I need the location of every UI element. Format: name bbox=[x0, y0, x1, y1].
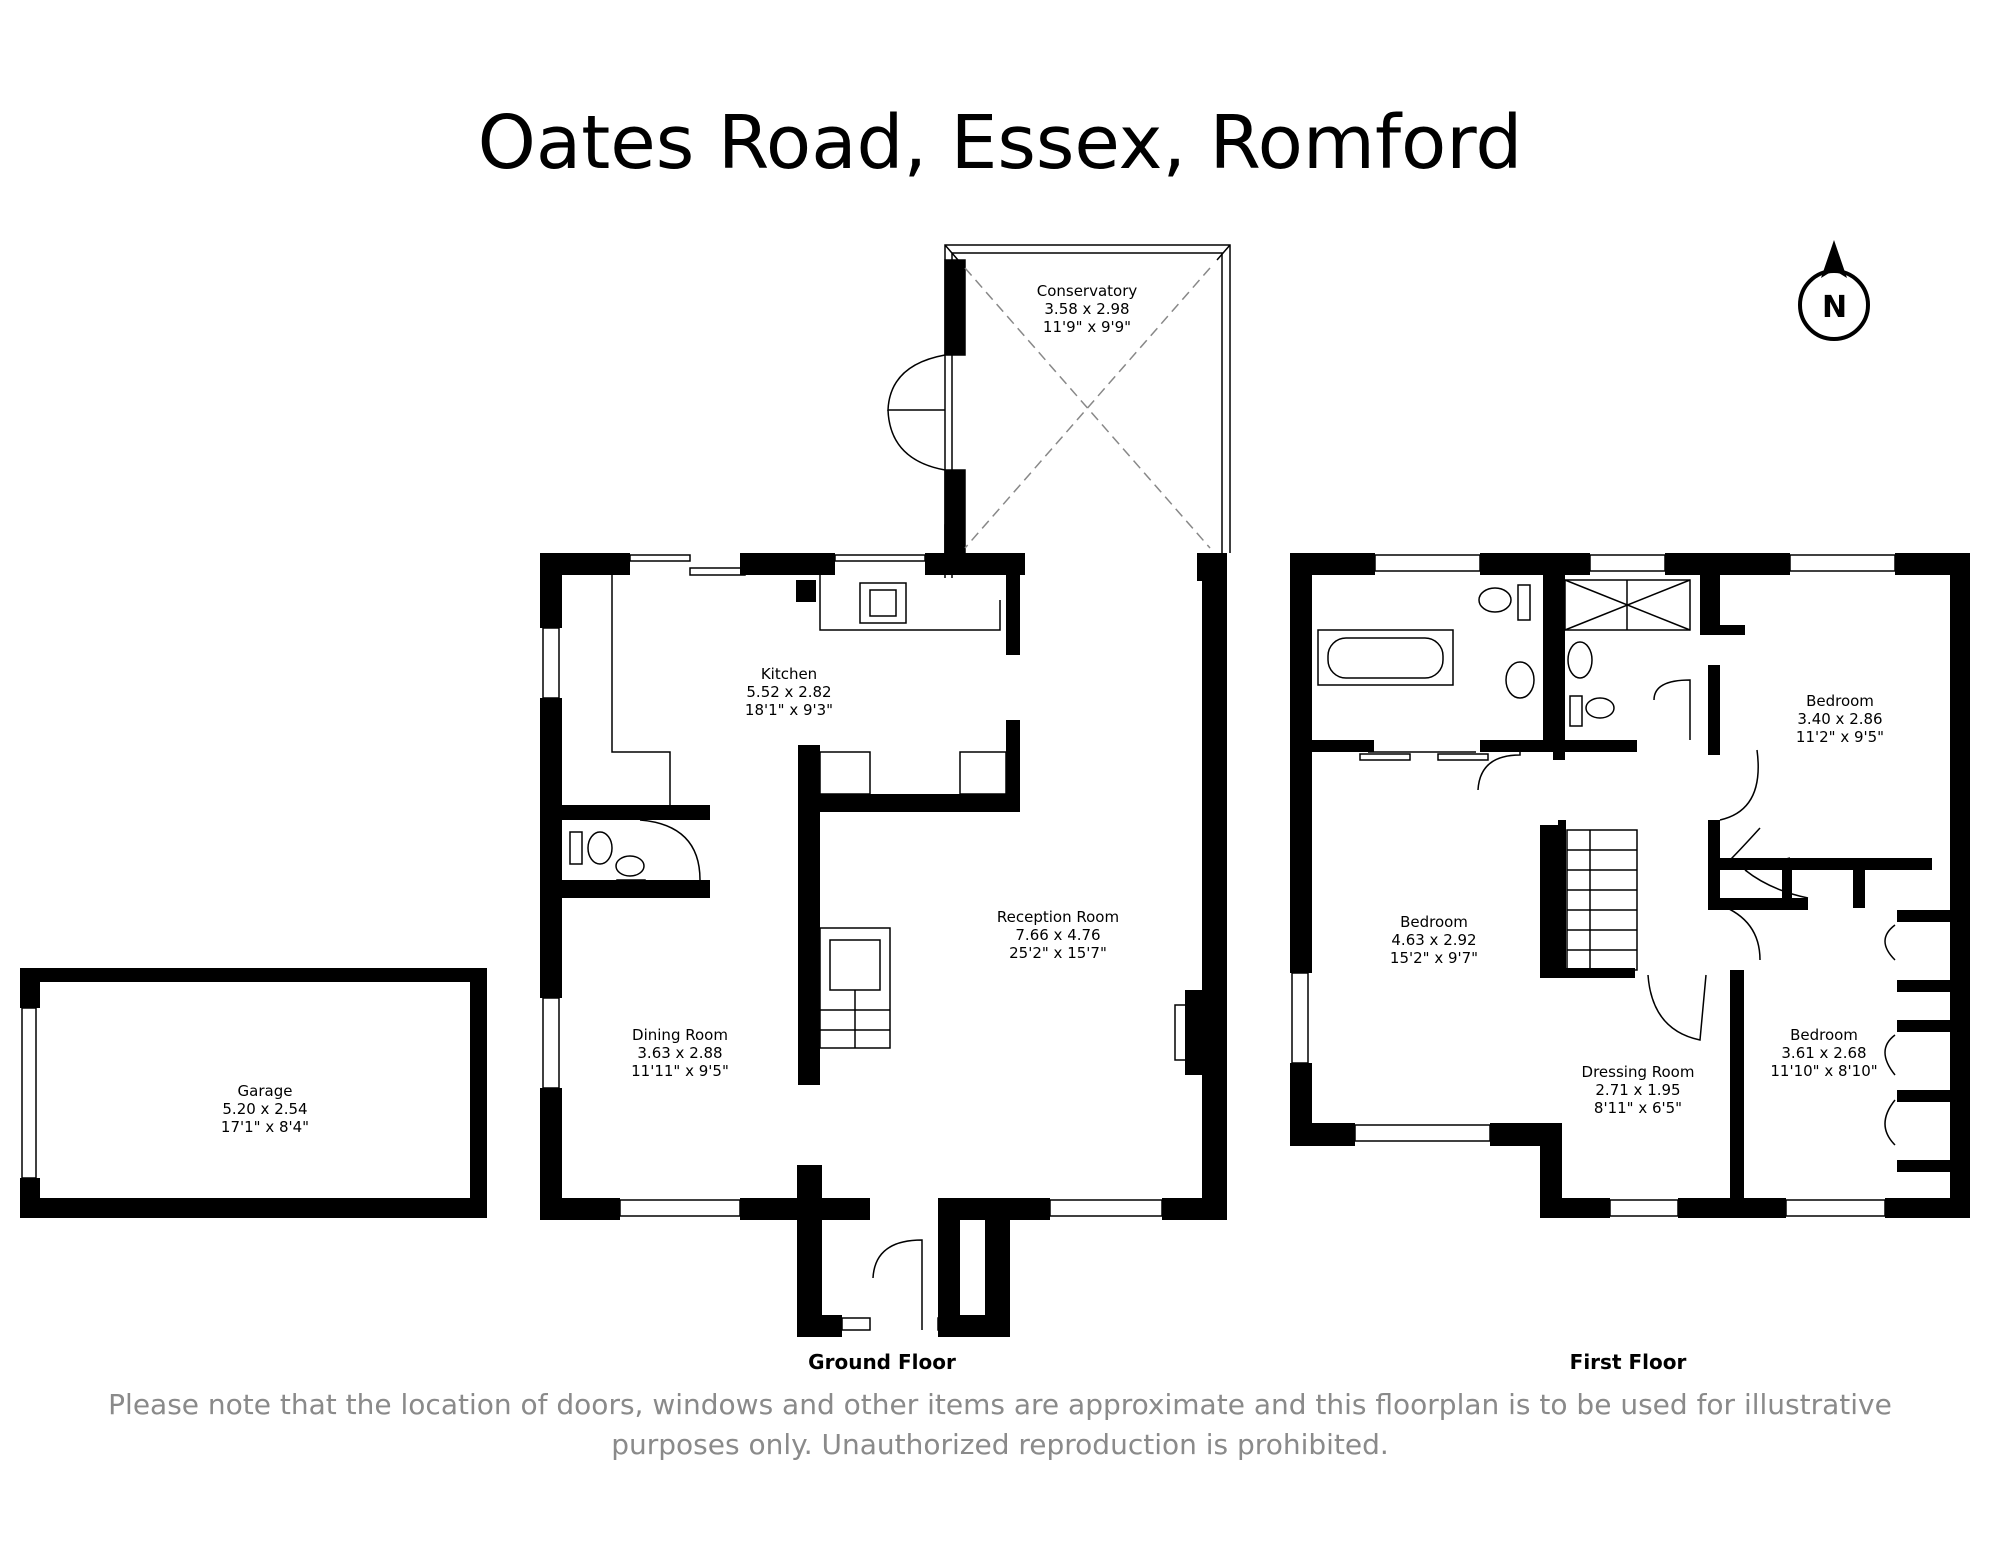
room-name: Bedroom bbox=[1790, 1026, 1858, 1044]
disclaimer-line-2: purposes only. Unauthorized reproduction… bbox=[611, 1428, 1389, 1461]
north-label: N bbox=[1822, 290, 1848, 325]
room-imperial: 25'2" x 15'7" bbox=[1009, 944, 1107, 962]
room-label-bedroom-1: Bedroom 4.63 x 2.92 15'2" x 9'7" bbox=[1390, 913, 1478, 967]
first-floor-fixtures bbox=[1291, 554, 1896, 1217]
room-metric: 2.71 x 1.95 bbox=[1595, 1081, 1681, 1099]
room-imperial: 11'10" x 8'10" bbox=[1770, 1062, 1878, 1080]
room-name: Bedroom bbox=[1400, 913, 1468, 931]
room-imperial: 8'11" x 6'5" bbox=[1593, 1099, 1683, 1117]
room-imperial: 17'1" x 8'4" bbox=[220, 1118, 310, 1136]
room-name: Conservatory bbox=[1036, 282, 1138, 300]
room-label-bedroom-2: Bedroom 3.40 x 2.86 11'2" x 9'5" bbox=[1796, 692, 1884, 746]
first-floor-label: First Floor bbox=[1569, 1350, 1687, 1374]
room-name: Bedroom bbox=[1806, 692, 1874, 710]
room-imperial: 15'2" x 9'7" bbox=[1389, 949, 1479, 967]
room-label-bedroom-3: Bedroom 3.61 x 2.68 11'10" x 8'10" bbox=[1770, 1026, 1877, 1080]
room-name: Kitchen bbox=[760, 665, 818, 683]
room-imperial: 11'9" x 9'9" bbox=[1042, 318, 1132, 336]
ground-floor-walls bbox=[540, 553, 1227, 1337]
room-name: Dining Room bbox=[632, 1026, 728, 1044]
ground-floor-fixtures bbox=[542, 244, 1231, 1331]
room-metric: 3.63 x 2.88 bbox=[637, 1044, 723, 1062]
room-label-garage: Garage 5.20 x 2.54 17'1" x 8'4" bbox=[221, 1082, 309, 1136]
room-metric: 4.63 x 2.92 bbox=[1391, 931, 1477, 949]
room-imperial: 18'1" x 9'3" bbox=[744, 701, 834, 719]
room-label-dining: Dining Room 3.63 x 2.88 11'11" x 9'5" bbox=[631, 1026, 729, 1080]
room-metric: 3.61 x 2.68 bbox=[1781, 1044, 1867, 1062]
room-metric: 5.20 x 2.54 bbox=[222, 1100, 308, 1118]
room-imperial: 11'11" x 9'5" bbox=[631, 1062, 729, 1080]
room-metric: 3.40 x 2.86 bbox=[1797, 710, 1883, 728]
garage-walls bbox=[20, 968, 487, 1218]
room-metric: 5.52 x 2.82 bbox=[746, 683, 832, 701]
room-metric: 7.66 x 4.76 bbox=[1015, 926, 1101, 944]
room-name: Reception Room bbox=[996, 908, 1120, 926]
garage-door bbox=[21, 1007, 37, 1179]
room-imperial: 11'2" x 9'5" bbox=[1795, 728, 1885, 746]
disclaimer: Please note that the location of doors, … bbox=[100, 1385, 1900, 1465]
disclaimer-line-1: Please note that the location of doors, … bbox=[108, 1388, 1892, 1421]
room-metric: 3.58 x 2.98 bbox=[1044, 300, 1130, 318]
room-label-dressing: Dressing Room 2.71 x 1.95 8'11" x 6'5" bbox=[1582, 1063, 1695, 1117]
page-title: Oates Road, Essex, Romford bbox=[477, 100, 1523, 186]
ground-floor-label: Ground Floor bbox=[808, 1350, 956, 1374]
north-indicator: N bbox=[1792, 238, 1876, 348]
room-label-reception: Reception Room 7.66 x 4.76 25'2" x 15'7" bbox=[997, 908, 1119, 962]
first-floor-walls bbox=[1290, 553, 1970, 1218]
room-label-conservatory: Conservatory 3.58 x 2.98 11'9" x 9'9" bbox=[1037, 282, 1138, 336]
compass-rose bbox=[1798, 240, 1870, 341]
room-name: Dressing Room bbox=[1581, 1063, 1695, 1081]
room-name: Garage bbox=[237, 1082, 293, 1100]
room-label-kitchen: Kitchen 5.52 x 2.82 18'1" x 9'3" bbox=[745, 665, 833, 719]
